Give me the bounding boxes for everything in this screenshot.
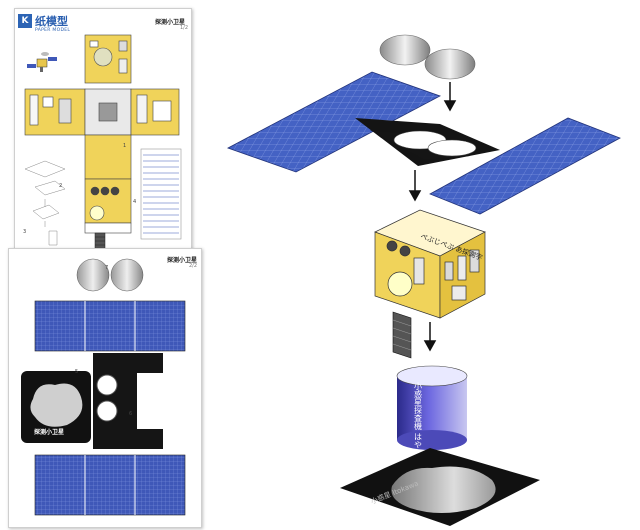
- step-number: 4: [133, 199, 137, 205]
- antenna-dish-part: [76, 258, 110, 292]
- asteroid-card-label: 探测小卫星: [33, 429, 64, 436]
- step-number: 6: [129, 411, 133, 417]
- paper-model-logo-icon: K: [18, 14, 32, 28]
- step-number: 1: [123, 143, 127, 149]
- sheet1-title: 探测小卫星: [155, 19, 186, 26]
- antenna-dish-part: [110, 258, 144, 292]
- logo-title: 纸模型: [35, 15, 68, 28]
- logo-subtitle: PAPER MODEL: [35, 28, 71, 33]
- solar-panel-assembly: [227, 71, 621, 215]
- satellite-body-cube: [374, 209, 486, 319]
- sheet2-title: 探测小卫星: [167, 257, 198, 264]
- sampler-horn-part: [392, 311, 412, 359]
- sheet2-page-number: 2/2: [189, 263, 198, 269]
- sheet-page-2: 探测小卫星 2/2: [8, 248, 202, 528]
- right-solar-panel: [429, 117, 621, 215]
- asteroid-display-base: [340, 448, 540, 526]
- step-number: 2: [59, 183, 63, 189]
- asteroid-base-part: [21, 371, 91, 443]
- solar-panel-part: [34, 300, 186, 352]
- black-frame-part: [93, 353, 163, 449]
- antenna-dish-2: [424, 48, 476, 80]
- down-arrow-icon: [443, 82, 457, 112]
- step-number: 3: [23, 229, 27, 235]
- sheet1-page-number: 1/2: [180, 25, 189, 31]
- step-number: 7: [105, 265, 109, 271]
- satellite-preview-icon: [27, 52, 57, 72]
- down-arrow-icon: [408, 170, 422, 202]
- down-arrow-icon: [423, 322, 437, 352]
- striped-band-part: [140, 148, 182, 240]
- step-number: 5: [75, 369, 79, 375]
- sheet1-parts-drawing: [24, 34, 182, 252]
- box-net-part: [24, 34, 180, 234]
- cylinder-label: 小惑星探査機 はやぶさ: [414, 382, 423, 465]
- cylinder-part: [396, 365, 468, 450]
- antenna-dish-1: [379, 34, 431, 66]
- sheet2-parts-drawing: [21, 258, 186, 516]
- assembly-instruction-diagram: [24, 160, 66, 246]
- sheet-page-1: K 纸模型 PAPER MODEL 探测小卫星 1/2: [14, 8, 192, 266]
- left-solar-panel: [227, 71, 441, 173]
- solar-panel-part: [34, 454, 186, 516]
